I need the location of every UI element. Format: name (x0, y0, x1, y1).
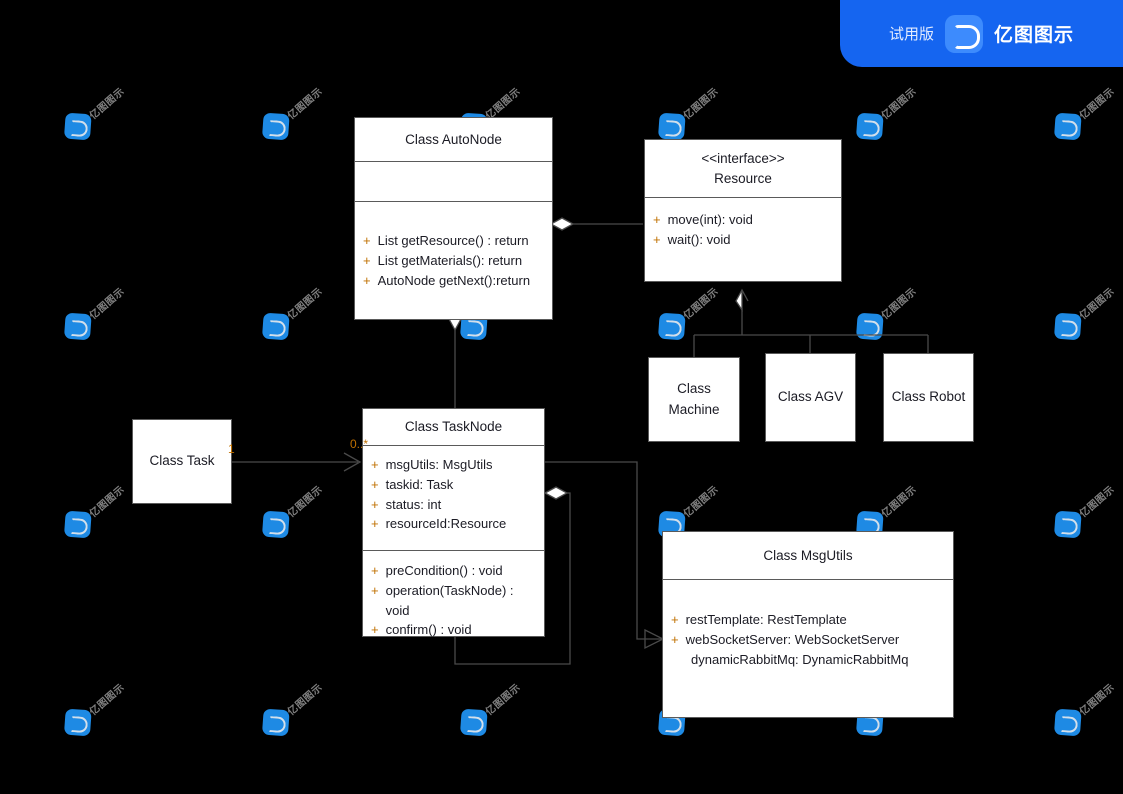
relation-autonode-tasknode (448, 306, 462, 408)
member-signature: status: int (385, 496, 442, 512)
class-name-label: Class MsgUtils (763, 547, 853, 563)
member-signature: dynamicRabbitMq: DynamicRabbitMq (691, 651, 909, 667)
class-box-auto-node[interactable]: Class AutoNode + List getResource() : re… (354, 117, 553, 320)
member-signature: msgUtils: MsgUtils (385, 457, 493, 472)
member-signature: confirm() : void (385, 622, 472, 638)
class-title-resource: <<interface>> Resource (645, 140, 841, 197)
class-name-label: Class Robot (891, 389, 966, 405)
relation-resource-subclasses (693, 288, 929, 358)
trial-label: 试用版 (888, 25, 934, 43)
relation-task-tasknode (231, 452, 362, 472)
stereotype-label: <<interface>> (701, 150, 785, 166)
member-signature: move(int): void (667, 212, 753, 227)
edraw-logo-icon (945, 14, 983, 53)
visibility-marker: + (371, 476, 379, 492)
class-attributes-task-node: + msgUtils: MsgUtils + taskid: Task + st… (363, 445, 544, 550)
member-signature: preCondition() : void (385, 563, 503, 578)
multiplicity-source-task: 1 (228, 442, 235, 456)
member-signature: resourceId:Resource (385, 516, 507, 532)
class-member-row: + taskid: Task (371, 475, 534, 495)
multiplicity-target-task-node: 0..* (350, 437, 369, 451)
class-name-label: Class Machine (668, 381, 720, 417)
visibility-marker: + (363, 252, 371, 268)
class-member-row: + AutoNode getNext():return (363, 271, 542, 291)
class-box-machine[interactable]: Class Machine (648, 357, 740, 442)
visibility-marker: + (371, 496, 379, 512)
visibility-marker: + (363, 272, 371, 288)
visibility-marker: + (653, 212, 661, 227)
visibility-marker: + (371, 582, 379, 598)
visibility-marker: + (371, 563, 379, 578)
class-name-label: Class AutoNode (405, 131, 502, 147)
class-member-row: + preCondition() : void (371, 561, 534, 581)
class-box-task[interactable]: Class Task (132, 419, 232, 504)
product-name-label: 亿图图示 (994, 24, 1075, 46)
visibility-marker: + (671, 631, 679, 647)
member-signature: operation(TaskNode) : void (385, 582, 514, 618)
relation-tasknode-self (454, 486, 571, 665)
member-signature: wait(): void (667, 231, 731, 247)
class-attributes-msg-utils: + restTemplate: RestTemplate + webSocket… (663, 579, 953, 717)
class-member-row: dynamicRabbitMq: DynamicRabbitMq (671, 650, 943, 670)
class-member-row: + List getResource() : return (363, 231, 542, 251)
class-methods-resource: + move(int): void + wait(): void (645, 197, 841, 283)
visibility-marker: + (363, 233, 371, 248)
class-title-auto-node: Class AutoNode (355, 118, 552, 161)
class-member-row: + resourceId:Resource (371, 514, 534, 534)
class-name-label: Class AGV (777, 389, 844, 405)
trial-banner[interactable]: 试用版 亿图图示 (840, 0, 1123, 67)
class-member-row: + msgUtils: MsgUtils (371, 455, 534, 475)
member-signature: webSocketServer: WebSocketServer (685, 631, 900, 647)
relation-autonode-resource (549, 217, 643, 231)
visibility-marker: + (371, 457, 379, 472)
class-name-label: Class Task (149, 453, 215, 469)
relation-tasknode-msgutils (545, 461, 665, 650)
class-member-row: + wait(): void (653, 230, 831, 250)
visibility-marker: + (371, 516, 379, 532)
class-member-row: + confirm() : void (371, 620, 534, 640)
class-box-agv[interactable]: Class AGV (765, 353, 856, 442)
visibility-marker: + (653, 231, 661, 247)
class-member-row: + operation(TaskNode) : void (371, 581, 534, 621)
class-name-label: Class TaskNode (404, 419, 503, 435)
class-box-resource[interactable]: <<interface>> Resource + move(int): void… (644, 139, 842, 282)
class-attributes-auto-node (355, 161, 552, 201)
class-methods-task-node: + preCondition() : void + operation(Task… (363, 550, 544, 638)
class-box-msg-utils[interactable]: Class MsgUtils + restTemplate: RestTempl… (662, 531, 954, 718)
class-title-msg-utils: Class MsgUtils (663, 532, 953, 579)
class-member-row: + status: int (371, 495, 534, 515)
class-title-task-node: Class TaskNode (363, 409, 544, 445)
member-signature: List getResource() : return (377, 233, 529, 248)
member-signature: restTemplate: RestTemplate (685, 612, 847, 627)
member-signature: taskid: Task (385, 476, 454, 492)
member-signature: List getMaterials(): return (377, 252, 523, 268)
visibility-marker: + (371, 622, 379, 638)
member-signature: AutoNode getNext():return (377, 272, 531, 288)
class-methods-auto-node: + List getResource() : return + List get… (355, 201, 552, 319)
class-member-row: + webSocketServer: WebSocketServer (671, 630, 943, 650)
class-name-label: Resource (714, 170, 772, 186)
class-box-task-node[interactable]: Class TaskNode + msgUtils: MsgUtils + ta… (362, 408, 545, 637)
class-member-row: + move(int): void (653, 210, 831, 230)
visibility-marker: + (671, 612, 679, 627)
class-box-robot[interactable]: Class Robot (883, 353, 974, 442)
class-member-row: + restTemplate: RestTemplate (671, 610, 943, 630)
class-member-row: + List getMaterials(): return (363, 251, 542, 271)
